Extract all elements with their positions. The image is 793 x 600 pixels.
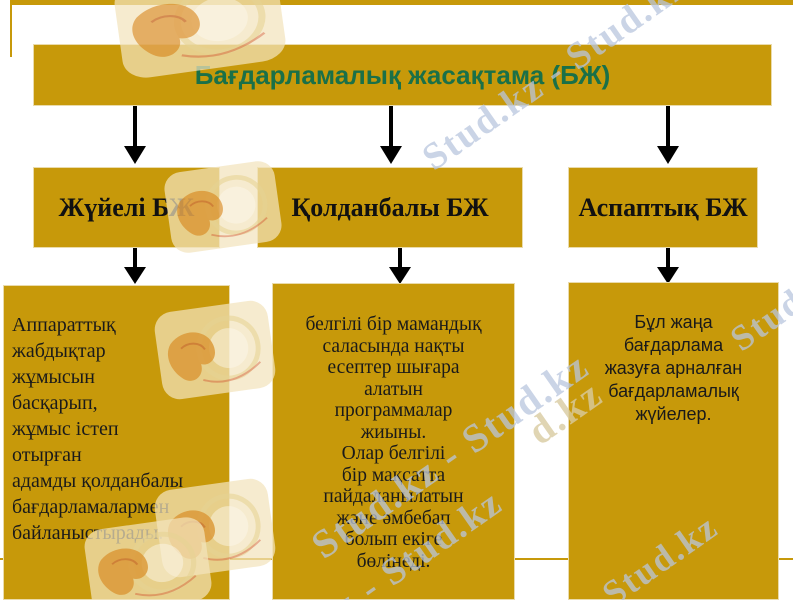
- root-node-label: Бағдарламалық жасақтама (БЖ): [194, 60, 611, 90]
- arrow-down-icon: [657, 248, 679, 284]
- branch-label: Аспаптық БЖ: [578, 193, 748, 222]
- branch-label: Қолданбалы БЖ: [291, 193, 489, 222]
- branch-node-application-software: Қолданбалы БЖ: [257, 167, 523, 248]
- description-node-system-software: Аппараттық жабдықтар жұмысын басқарып, ж…: [3, 285, 230, 600]
- arrow-shaft: [666, 106, 670, 146]
- arrow-head: [657, 267, 679, 284]
- arrow-down-icon: [389, 248, 411, 284]
- description-node-tool-software: Бұл жаңа бағдарлама жазуға арналған бағд…: [568, 282, 779, 600]
- branch-node-system-software: Жүйелі БЖ: [33, 167, 220, 248]
- arrow-shaft: [666, 248, 670, 267]
- arrow-down-icon: [124, 248, 146, 284]
- left-border-line: [10, 0, 12, 57]
- description-node-application-software: белгілі бір мамандық саласында нақты есе…: [272, 283, 515, 600]
- arrow-head: [389, 267, 411, 284]
- arrow-shaft: [398, 248, 402, 267]
- arrow-head: [124, 146, 146, 164]
- description-text: Аппараттық жабдықтар жұмысын басқарып, ж…: [12, 314, 184, 544]
- description-text: Бұл жаңа бағдарлама жазуға арналған бағд…: [604, 312, 743, 424]
- branch-label: Жүйелі БЖ: [58, 193, 195, 222]
- arrow-head: [657, 146, 679, 164]
- arrow-head: [380, 146, 402, 164]
- arrow-shaft: [389, 106, 393, 146]
- arrow-down-icon: [380, 106, 402, 164]
- branch-node-tool-software: Аспаптық БЖ: [568, 167, 758, 248]
- arrow-down-icon: [657, 106, 679, 164]
- top-border-line: [10, 0, 793, 5]
- arrow-down-icon: [124, 106, 146, 164]
- root-node-software: Бағдарламалық жасақтама (БЖ): [33, 44, 772, 106]
- description-text: белгілі бір мамандық саласында нақты есе…: [305, 314, 482, 572]
- arrow-shaft: [133, 106, 137, 146]
- arrow-shaft: [133, 248, 137, 267]
- arrow-head: [124, 267, 146, 284]
